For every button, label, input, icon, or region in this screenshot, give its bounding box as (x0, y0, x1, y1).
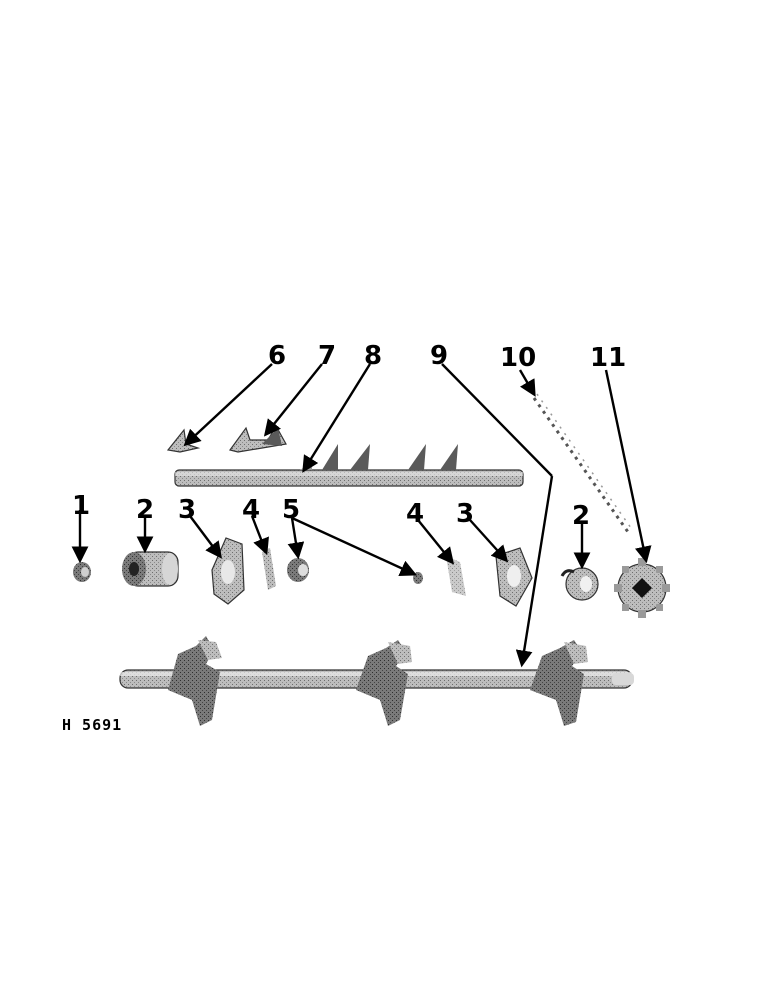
callout-5: 5 (282, 495, 300, 525)
collar-part-left (287, 558, 309, 582)
washer-part-right (446, 556, 466, 596)
washer-part-left (262, 548, 276, 590)
callout-6: 6 (268, 341, 286, 371)
flange-plate-part-right (495, 547, 533, 607)
shaft-assembly-part (119, 636, 634, 726)
callout-2-left: 2 (136, 495, 154, 525)
bearing-part-right (560, 567, 599, 601)
callout-9: 9 (430, 341, 448, 371)
callout-10: 10 (500, 343, 536, 373)
callout-3-left: 3 (178, 495, 196, 525)
callout-1: 1 (72, 491, 90, 521)
small-finger-part (166, 428, 201, 453)
callout-11: 11 (590, 343, 626, 373)
callout-3-right: 3 (456, 499, 474, 529)
callout-4-left: 4 (242, 495, 260, 525)
figure-code: H 5691 (62, 716, 123, 734)
spike-finger-part (228, 424, 287, 453)
finger-bar-part (174, 444, 524, 487)
callout-4-right: 4 (406, 499, 424, 529)
flange-plate-part-left (211, 537, 245, 605)
bearing-part-left (122, 551, 179, 587)
callout-8: 8 (364, 341, 382, 371)
callout-7: 7 (318, 341, 336, 371)
sprocket-part (614, 558, 670, 618)
collar-part-right (413, 572, 423, 584)
bolt-part (73, 562, 91, 582)
callout-labels: 1 2 3 4 5 4 3 2 6 7 8 9 10 11 (72, 341, 626, 531)
leader-lines (71, 363, 652, 668)
callout-2-right: 2 (572, 501, 590, 531)
spring-part (532, 393, 632, 533)
